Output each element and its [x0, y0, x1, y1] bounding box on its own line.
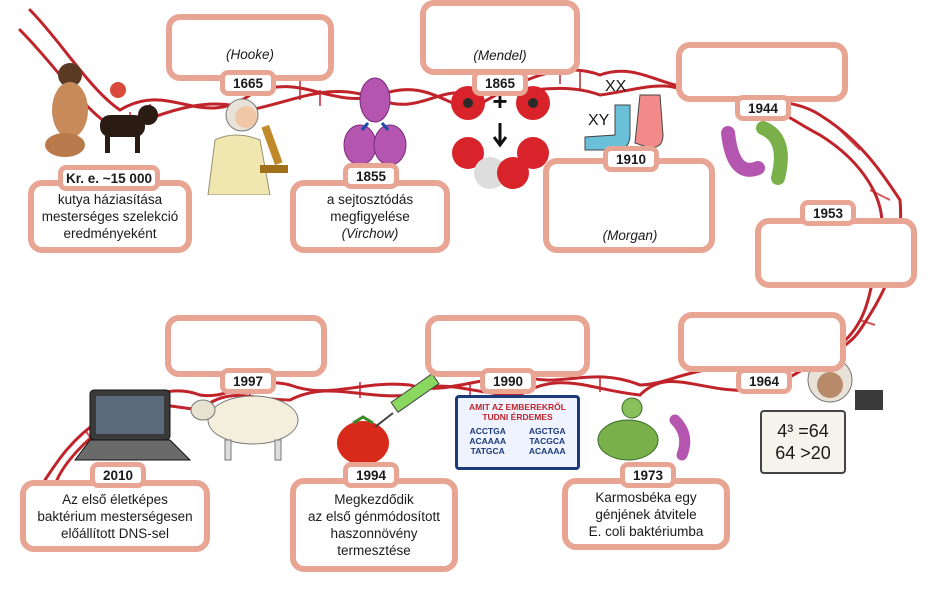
year-tag-2010: 2010	[90, 462, 146, 488]
scientist-microscope-icon	[207, 98, 288, 195]
year-tag-1973: 1973	[620, 462, 676, 488]
event-text-line: baktérium mesterségesen	[37, 508, 193, 524]
year-tag-1944: 1944	[735, 95, 791, 121]
event-box-1994: Megkezdődik az első génmódosított haszon…	[290, 478, 458, 572]
event-box-1944	[676, 42, 848, 102]
mendel-flowers-icon: +	[451, 86, 550, 189]
event-box-1964	[678, 312, 846, 372]
book-left-line: TATGCA	[470, 446, 505, 456]
year-tag-1865: 1865	[472, 70, 528, 96]
event-text-line: haszonnövény	[330, 526, 418, 541]
tomato-syringe-icon	[337, 373, 440, 465]
year-tag-1997: 1997	[220, 368, 276, 394]
event-text-line: az első génmódosított	[307, 509, 441, 524]
event-text-line: E. coli baktériumba	[588, 523, 704, 539]
dividing-cell-icon	[343, 77, 407, 166]
year-tag-15000bc: Kr. e. ~15 000	[58, 165, 160, 191]
scientist-name-morgan: (Morgan)	[602, 228, 658, 243]
event-box-1855: a sejtosztódás megfigyelése (Virchow)	[290, 180, 450, 253]
event-box-2010: Az első életképes baktérium mesterségese…	[20, 480, 210, 552]
event-text-line: génjének átvitele	[595, 506, 697, 522]
event-box-1953	[755, 218, 917, 288]
scientist-name-mendel: (Mendel)	[473, 48, 527, 63]
event-text-line: Megkezdődik	[334, 492, 414, 507]
event-text-line: termesztése	[337, 543, 411, 558]
year-tag-1910: 1910	[603, 146, 659, 172]
event-text-line: eredményeként	[63, 226, 157, 241]
event-box-1973: Karmosbéka egy génjének átvitele E. coli…	[562, 478, 730, 550]
event-text-line: megfigyelése	[330, 209, 410, 224]
event-text-line: a sejtosztódás	[326, 192, 414, 207]
event-text-line: mesterséges szelekció	[41, 209, 179, 224]
book-left-line: ACCTGA	[469, 426, 506, 436]
chromosome-socks-icon	[584, 94, 664, 151]
book-right-line: ACAAAA	[528, 446, 566, 456]
book-left-line: ACAAAA	[469, 436, 507, 446]
year-tag-1964: 1964	[736, 368, 792, 394]
event-text-line: Karmosbéka egy	[595, 489, 697, 505]
book-title-1: AMIT AZ EMBEREKRŐL	[469, 402, 566, 412]
book-right-line: TACGCA	[529, 436, 566, 446]
scientist-name-hooke: (Hooke)	[225, 47, 274, 62]
book-right-line: AGCTGA	[528, 426, 566, 436]
event-text-line: kutya háziasítása	[57, 192, 163, 207]
year-tag-1990: 1990	[480, 368, 536, 394]
caveman-dog-icon	[45, 63, 158, 157]
formula-line-2: 64 >20	[775, 443, 831, 463]
book-title-2: TUDNI ÉRDEMES	[482, 412, 553, 422]
year-tag-1994: 1994	[343, 462, 399, 488]
scientist-name-virchow: (Virchow)	[341, 226, 399, 241]
frog-icon	[597, 397, 691, 461]
event-box-1865	[420, 0, 580, 75]
laptop-icon	[74, 389, 192, 461]
bacteria-icon	[721, 121, 788, 185]
formula-board: 4³ =64 64 >20	[760, 410, 846, 474]
chromosome-xy-label: XY	[588, 112, 610, 129]
chromosome-xx-label: XX	[605, 78, 627, 95]
event-text-line: Az első életképes	[62, 491, 168, 507]
year-tag-1855: 1855	[343, 163, 399, 189]
sheep-icon	[190, 395, 299, 461]
event-text-line: előállított DNS-sel	[60, 525, 170, 541]
event-box-1990	[425, 315, 590, 377]
year-tag-1665: 1665	[220, 70, 276, 96]
event-box-15000bc: kutya háziasítása mesterséges szelekció …	[28, 180, 192, 253]
dna-book-icon: AMIT AZ EMBEREKRŐL TUDNI ÉRDEMES ACCTGA …	[455, 395, 580, 470]
formula-line-1: 4³ =64	[777, 421, 829, 441]
year-tag-1953: 1953	[800, 200, 856, 226]
